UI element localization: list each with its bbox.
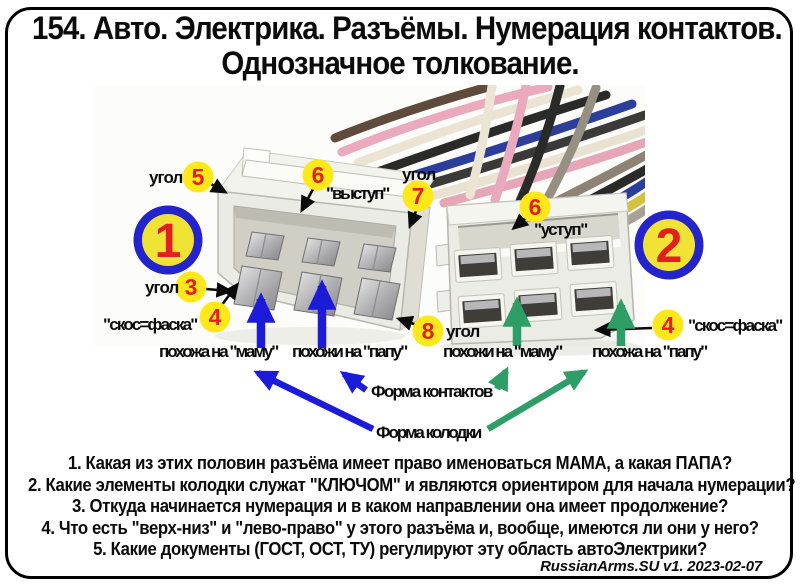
callout-4-right-badge: [652, 309, 684, 341]
arrow-form-block-right: [486, 369, 589, 432]
wire: [490, 85, 531, 205]
callout-5-number: 5: [192, 164, 205, 190]
label-right-like-papa: похожа на "папу": [592, 342, 708, 361]
callout-3-number: 3: [185, 274, 198, 300]
label-left-like-papa: похожи на "папу": [292, 342, 408, 361]
callout-6-left-badge: [302, 159, 334, 191]
question-line: 4. Что есть "верх-низ" и "лево-право" у …: [41, 517, 759, 538]
blade-pin: [245, 231, 285, 261]
callout-6-left-number: 6: [312, 162, 325, 188]
blade-pin: [357, 243, 397, 273]
callout-badges: 5 6 7 3 4 8 6 4: [175, 159, 684, 347]
arrow-form-contacts-left: [339, 370, 368, 394]
connector-1-number: 1: [155, 215, 182, 268]
callout-7-number: 7: [412, 183, 425, 209]
callout-3-badge: [175, 271, 207, 303]
arrow-corner-8: [395, 315, 418, 331]
badge-fill: [142, 214, 194, 266]
arrow-chamfer-4-left: [219, 282, 240, 307]
callout-4-right-number: 4: [662, 312, 675, 338]
arrow-vystup-6: [300, 188, 316, 213]
connector-1-badge: 1: [133, 205, 203, 275]
title-line-2: Однозначное толкование.: [221, 45, 579, 81]
connector-2-number: 2: [656, 220, 683, 273]
step-ustup: [458, 214, 620, 252]
wire: [423, 125, 645, 202]
arrow-form-block-left: [253, 370, 375, 432]
label-skos-faska-left: "скос=фаска": [103, 315, 198, 334]
wire: [513, 85, 565, 211]
poster-title: 154. Авто. Электрика. Разъёмы. Нумерация…: [32, 10, 783, 81]
callout-labels: угол "выступ" угол угол "скос=фаска" уго…: [103, 165, 783, 341]
connector-2-badge: 2: [634, 210, 704, 280]
callout-5-badge: [182, 161, 214, 193]
label-skos-faska-right: "скос=фаска": [688, 316, 783, 335]
label-ugol-8: угол: [446, 322, 480, 341]
watermark: RussianArms.SU v1. 2023-02-07: [540, 558, 762, 575]
question-line: 1. Какая из этих половин разъёма имеет п…: [68, 453, 732, 473]
title-line-1: 154. Авто. Электрика. Разъёмы. Нумерация…: [32, 10, 783, 46]
blade-pin: [353, 277, 401, 321]
arrow-form-contacts-right: [487, 366, 509, 393]
callout-8-number: 8: [422, 318, 435, 344]
wire: [465, 85, 497, 200]
wire: [330, 85, 497, 143]
callout-4-left-number: 4: [209, 304, 222, 330]
blue-arrows: [246, 279, 375, 432]
wire: [353, 85, 583, 168]
label-ustup: "уступ": [534, 220, 588, 239]
wire: [387, 99, 637, 187]
label-ugol-5: угол: [149, 168, 183, 187]
label-ugol-3: угол: [145, 278, 179, 297]
label-form-contacts: Форма контактов: [371, 382, 493, 401]
callout-6-right-number: 6: [529, 194, 542, 220]
wire: [367, 90, 611, 179]
questions-list: 1. Какая из этих половин разъёма имеет п…: [28, 453, 796, 561]
arrow-ustup-6: [511, 213, 530, 231]
question-line: 5. Какие документы (ГОСТ, ОСТ, ТУ) регул…: [93, 539, 707, 559]
label-vystup: "выступ": [326, 184, 390, 203]
label-right-like-mama: похожи на "маму": [443, 342, 563, 361]
cavity-shadow: [234, 206, 396, 238]
blade-pin: [301, 237, 341, 267]
similarity-labels: похожа на "маму" похожи на "папу" похожи…: [159, 342, 708, 361]
label-left-like-mama: похожа на "маму": [159, 342, 279, 361]
callout-6-right-badge: [519, 191, 551, 223]
label-ugol-7: угол: [402, 165, 436, 184]
label-form-block: Форма колодки: [376, 423, 482, 442]
callout-8-badge: [412, 315, 444, 347]
callout-4-left-badge: [199, 301, 231, 333]
question-line: 2. Какие элементы колодки служат "КЛЮЧОМ…: [28, 474, 796, 495]
arrow-corner-7: [407, 210, 423, 230]
badge-fill: [643, 219, 695, 271]
question-line: 3. Откуда начинается нумерация и в каком…: [72, 496, 728, 516]
green-arrows: [486, 296, 636, 432]
arrow-corner-5: [209, 178, 228, 194]
callout-7-badge: [402, 180, 434, 212]
form-labels: Форма контактов Форма колодки: [371, 382, 493, 442]
